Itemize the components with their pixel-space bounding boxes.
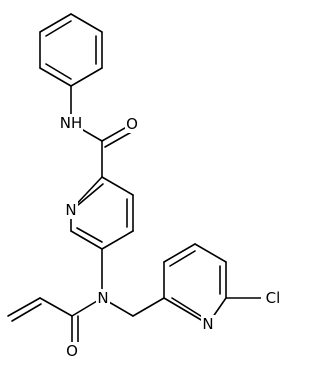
- bond-line: [70, 67, 103, 87]
- bond-line: [163, 243, 196, 263]
- amide-oxygen-label: O: [126, 115, 138, 133]
- bond-line: [76, 227, 103, 243]
- bond-line: [132, 297, 165, 317]
- pyridine-nitrogen-bottom-label: N: [202, 315, 213, 333]
- bond-line: [7, 297, 41, 317]
- pyridine-nitrogen-top-atom: N: [64, 201, 78, 219]
- atom-labels: NH O N N O N Cl: [59, 114, 285, 360]
- bond-line: [77, 183, 104, 206]
- bond-lines: [7, 13, 274, 352]
- bond-line: [101, 230, 134, 250]
- bond-line: [39, 67, 72, 87]
- tertiary-nitrogen-atom: N: [96, 289, 110, 307]
- pyridine-nitrogen-bottom-atom: N: [201, 315, 215, 333]
- bond-line: [101, 176, 134, 196]
- amide-nh-atom: NH: [59, 114, 83, 132]
- chlorine-label: Cl: [266, 289, 281, 307]
- bond-line: [70, 13, 103, 33]
- bond-line: [194, 243, 227, 263]
- acryl-oxygen-label: O: [66, 342, 78, 360]
- bond-line: [45, 63, 72, 80]
- bond-line: [163, 297, 209, 325]
- tertiary-nitrogen-label: N: [97, 289, 108, 307]
- bond-line: [70, 230, 103, 250]
- chlorine-atom: Cl: [261, 288, 285, 308]
- pyridine-nitrogen-top-label: N: [65, 201, 76, 219]
- bond-line: [39, 13, 72, 33]
- amide-nh-label: NH: [60, 114, 83, 132]
- chemical-structure-diagram: NH O N N O N Cl: [7, 13, 285, 360]
- bond-line: [171, 297, 205, 319]
- bond-line: [169, 250, 196, 267]
- amide-oxygen-atom: O: [125, 115, 139, 133]
- bond-line: [45, 20, 72, 37]
- acryl-oxygen-atom: O: [65, 342, 79, 360]
- bond-line: [11, 303, 42, 322]
- bond-line: [39, 297, 73, 317]
